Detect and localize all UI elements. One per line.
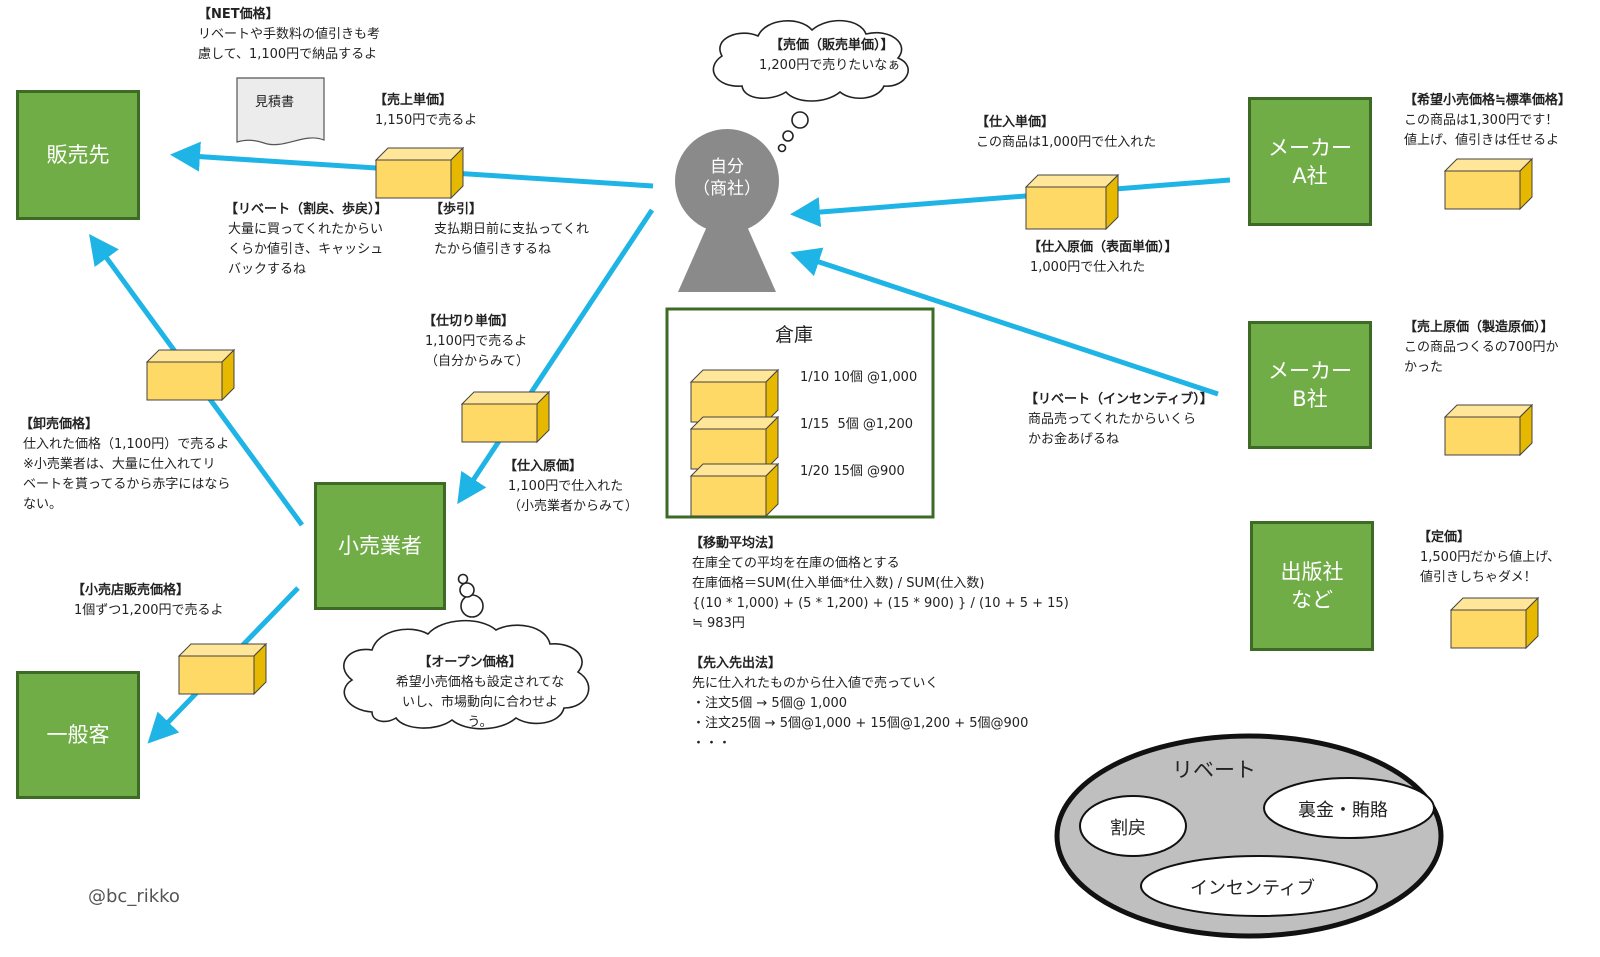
product-box [1449,596,1540,650]
estimate-document-shape [236,77,325,146]
product-boxes [145,146,1540,696]
rebate-item-kickback: 割戻 [1110,818,1146,839]
self-label: 自分 （商社） [693,157,761,199]
cost-of-sales-body: この商品つくるの700円か かった [1404,340,1559,375]
rebate-diagram-shapes [1054,733,1444,939]
net-price-body: リベートや手数料の値引きも考 慮して、1,100円で納品するよ [198,27,381,62]
purchase-cost-body: 1,000円で仕入れた [1030,260,1146,275]
product-box [145,348,236,402]
author-credit: @bc_rikko [88,886,180,907]
purchase-cost-retail-heading: 【仕入原価】 [504,459,583,474]
open-price-body: 希望小売価格も設定されてな いし、市場動向に合わせよう。 [395,675,565,730]
moving-average-heading: 【移動平均法】 [690,536,782,551]
node-maker-b: メーカー B社 [1248,321,1372,449]
node-customer: 一般客 [16,671,140,799]
product-box [1024,173,1120,231]
rebate-item-incentive: インセンティブ [1190,878,1315,899]
arrow-self-to-retailer [457,208,655,505]
node-publisher: 出版社 など [1250,521,1374,651]
selling-price-body: 1,200円で売りたいなぁ [759,58,901,73]
wholesale-price-heading: 【卸売価格】 [20,417,99,432]
rebate-heading: 【リベート（割戻、歩戻）】 [225,202,388,217]
purchase-cost-retail-body: 1,100円で仕入れた （小売業者からみて） [508,479,639,514]
discount-heading: 【歩引】 [430,202,483,217]
product-box [460,390,551,444]
purchase-unit-heading: 【仕入単価】 [976,115,1055,130]
fifo-body: 先に仕入れたものから仕入値で売っていく ・注文5個 → 5個@ 1,000 ・注… [692,676,1029,751]
partition-price-heading: 【仕切り単価】 [423,314,515,329]
selling-price-cloud [712,19,909,153]
estimate-document-label: 見積書 [255,95,295,110]
purchase-cost-heading: 【仕入原価（表面単価）】 [1028,240,1178,255]
node-retailer: 小売業者 [314,482,446,610]
product-box [1443,403,1534,457]
product-box [374,146,465,200]
rebate-body: 大量に買ってくれたからい くらか値引き、キャッシュ バックするね [228,222,384,277]
discount-body: 支払期日前に支払ってくれ たから値引きするね [434,222,589,257]
fifo-heading: 【先入先出法】 [690,656,782,671]
arrow-maker-a-to-self [790,177,1231,228]
moving-average-body: 在庫全ての平均を在庫の価格とする 在庫価格＝SUM(仕入単価*仕入数) / SU… [692,556,1069,631]
selling-price-heading: 【売価（販売単価）】 [770,38,894,53]
open-price-heading: 【オープン価格】 [418,655,522,670]
rebate-incentive-heading: 【リベート（インセンティブ）】 [1025,392,1213,407]
rebate-item-bribe: 裏金・賄賂 [1298,800,1388,821]
retail-price-heading: 【小売店販売価格】 [72,583,190,598]
product-box [689,415,780,471]
retail-price-body: 1個ずつ1,200円で売るよ [74,603,224,618]
wholesale-price-body: 仕入れた価格（1,100円）で売るよ ※小売業者は、大量に仕入れてリ ベートを貰… [23,437,231,512]
inventory-row: 1/20 15個 @900 [800,464,905,479]
product-box [1443,157,1534,211]
inventory-row: 1/15 5個 @1,200 [800,417,914,432]
product-box [177,642,268,696]
open-price-cloud [343,573,590,730]
suggested-price-heading: 【希望小売価格≒標準価格】 [1404,93,1571,108]
inventory-row: 1/10 10個 @1,000 [800,370,918,385]
purchase-unit-body: この商品は1,000円で仕入れた [976,135,1157,150]
arrow-maker-b-to-self [790,247,1219,397]
sales-unit-heading: 【売上単価】 [374,93,453,108]
cost-of-sales-heading: 【売上原価（製造原価）】 [1404,320,1554,335]
net-price-heading: 【NET価格】 [198,7,279,22]
product-box [689,368,780,424]
node-maker-a: メーカー A社 [1248,97,1372,226]
list-price-body: 1,500円だから値上げ、 値引きしちゃダメ！ [1420,550,1561,585]
rebate-diagram-title: リベート [1172,758,1256,782]
product-box [689,462,780,518]
partition-price-body: 1,100円で売るよ （自分からみて） [425,334,530,369]
list-price-heading: 【定価】 [1418,530,1471,545]
sales-unit-body: 1,150円で売るよ [375,113,478,128]
warehouse-title: 倉庫 [775,324,814,346]
suggested-price-body: この商品は1,300円です！ 値上げ、値引きは任せるよ [1404,113,1560,148]
node-seller-destination: 販売先 [16,90,140,220]
rebate-incentive-body: 商品売ってくれたからいくら かお金あげるね [1028,412,1196,447]
self-figure [675,129,779,292]
